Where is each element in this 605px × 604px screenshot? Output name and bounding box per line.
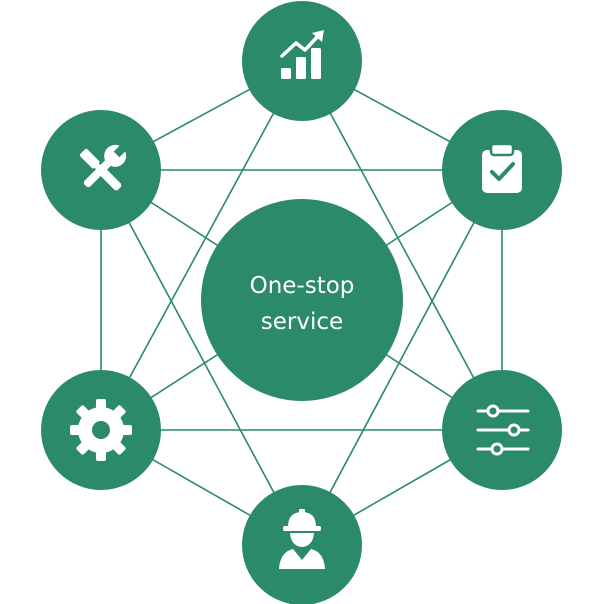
node-top	[242, 1, 362, 121]
node-upper-left	[41, 110, 161, 230]
connection-line	[301, 169, 503, 546]
tools-icon	[79, 143, 128, 191]
node-lower-right	[442, 370, 562, 490]
sliders-icon	[476, 404, 530, 456]
connection-line	[100, 60, 303, 431]
clipboard-check-icon	[482, 142, 522, 193]
bar-chart-growth-icon	[280, 30, 324, 79]
node-upper-right	[442, 110, 562, 230]
worker-hardhat-icon	[279, 509, 325, 569]
connection-line	[301, 60, 503, 431]
node-lower-left	[41, 370, 161, 490]
connection-line	[100, 169, 303, 546]
center-node: One-stop service	[201, 199, 403, 401]
node-bottom	[242, 485, 362, 604]
center-label-line2: service	[261, 309, 343, 335]
center-label-line1: One-stop	[250, 273, 355, 299]
gear-icon	[70, 399, 132, 461]
